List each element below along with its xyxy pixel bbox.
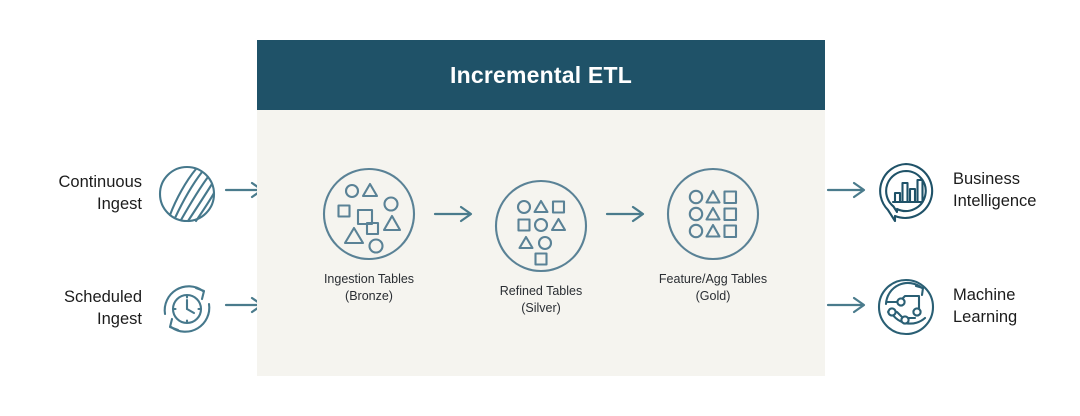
arrow-pipeline-to-business-intelligence <box>826 179 870 201</box>
source-label-scheduled-ingest: Scheduled Ingest <box>64 288 142 328</box>
panel-title: Incremental ETL <box>450 61 632 88</box>
stage-caption-silver: Refined Tables (Silver) <box>499 284 583 316</box>
arrow-silver-to-gold <box>605 203 649 225</box>
bar-chart-speech-bubble-icon <box>875 160 937 222</box>
scattered-shapes-circle-icon <box>321 166 417 262</box>
stage-caption-gold: Feature/Agg Tables (Gold) <box>658 272 768 304</box>
continuous-stream-icon <box>156 163 218 225</box>
stage-node-silver: Refined Tables (Silver) <box>466 178 616 318</box>
consumer-node-business-intelligence: Business Intelligence <box>875 160 1036 222</box>
stage-node-bronze: Ingestion Tables (Bronze) <box>294 166 444 306</box>
source-label-continuous-ingest: Continuous Ingest <box>58 173 142 213</box>
clock-refresh-icon <box>156 278 218 340</box>
consumer-node-machine-learning: Machine Learning <box>875 276 1017 338</box>
consumer-label-business-intelligence: Business Intelligence <box>953 170 1037 210</box>
partially-ordered-shapes-circle-icon <box>493 178 589 274</box>
source-node-scheduled-ingest: Scheduled Ingest <box>18 278 218 340</box>
consumer-label-machine-learning: Machine Learning <box>953 286 1018 326</box>
panel-header: Incremental ETL <box>257 40 825 110</box>
stage-caption-bronze: Ingestion Tables (Bronze) <box>323 272 415 304</box>
incremental-etl-panel: Incremental ETL Ingestion Tables (Br <box>257 40 825 376</box>
source-node-continuous-ingest: Continuous Ingest <box>18 163 218 225</box>
arrow-bronze-to-silver <box>433 203 477 225</box>
stage-node-gold: Feature/Agg Tables (Gold) <box>638 166 788 306</box>
grid-shapes-circle-icon <box>665 166 761 262</box>
arrow-pipeline-to-machine-learning <box>826 294 870 316</box>
neural-network-refresh-icon <box>875 276 937 338</box>
